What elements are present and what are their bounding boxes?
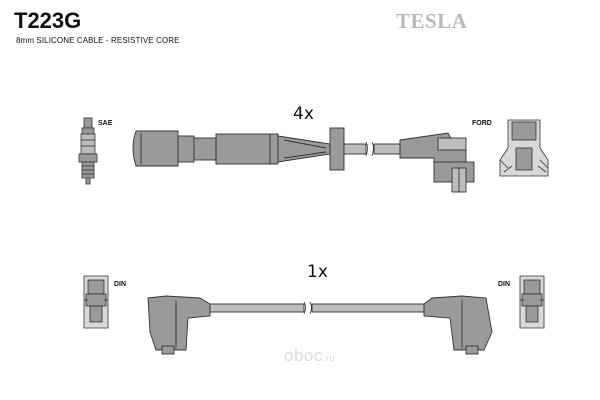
cable-description: 8mm SILICONE CABLE - RESISTIVE CORE [16,36,180,45]
harness-1-left-terminal-label: SAE [98,120,113,127]
harness-2-break-mark [303,301,312,315]
ford-terminal-icon [499,119,549,177]
harness-1-quantity: 4x [293,104,314,124]
din-terminal-right-icon [519,275,545,329]
harness-1-break-mark [365,141,374,157]
brand-logo: TESLA [396,9,468,33]
watermark: oboc.ru [284,346,335,366]
spark-plug-icon [78,117,98,185]
harness-1-cable [132,127,475,193]
part-number-title: T223G [14,8,82,33]
watermark-main: oboc [284,346,323,365]
watermark-suffix: .ru [322,353,335,363]
din-terminal-left-icon [83,275,109,329]
harness-2-quantity: 1x [307,262,328,282]
harness-1-right-terminal-label: FORD [472,120,492,127]
harness-2-right-terminal-label: DIN [498,281,511,288]
harness-2-cable [147,295,493,355]
harness-2-left-terminal-label: DIN [114,281,127,288]
